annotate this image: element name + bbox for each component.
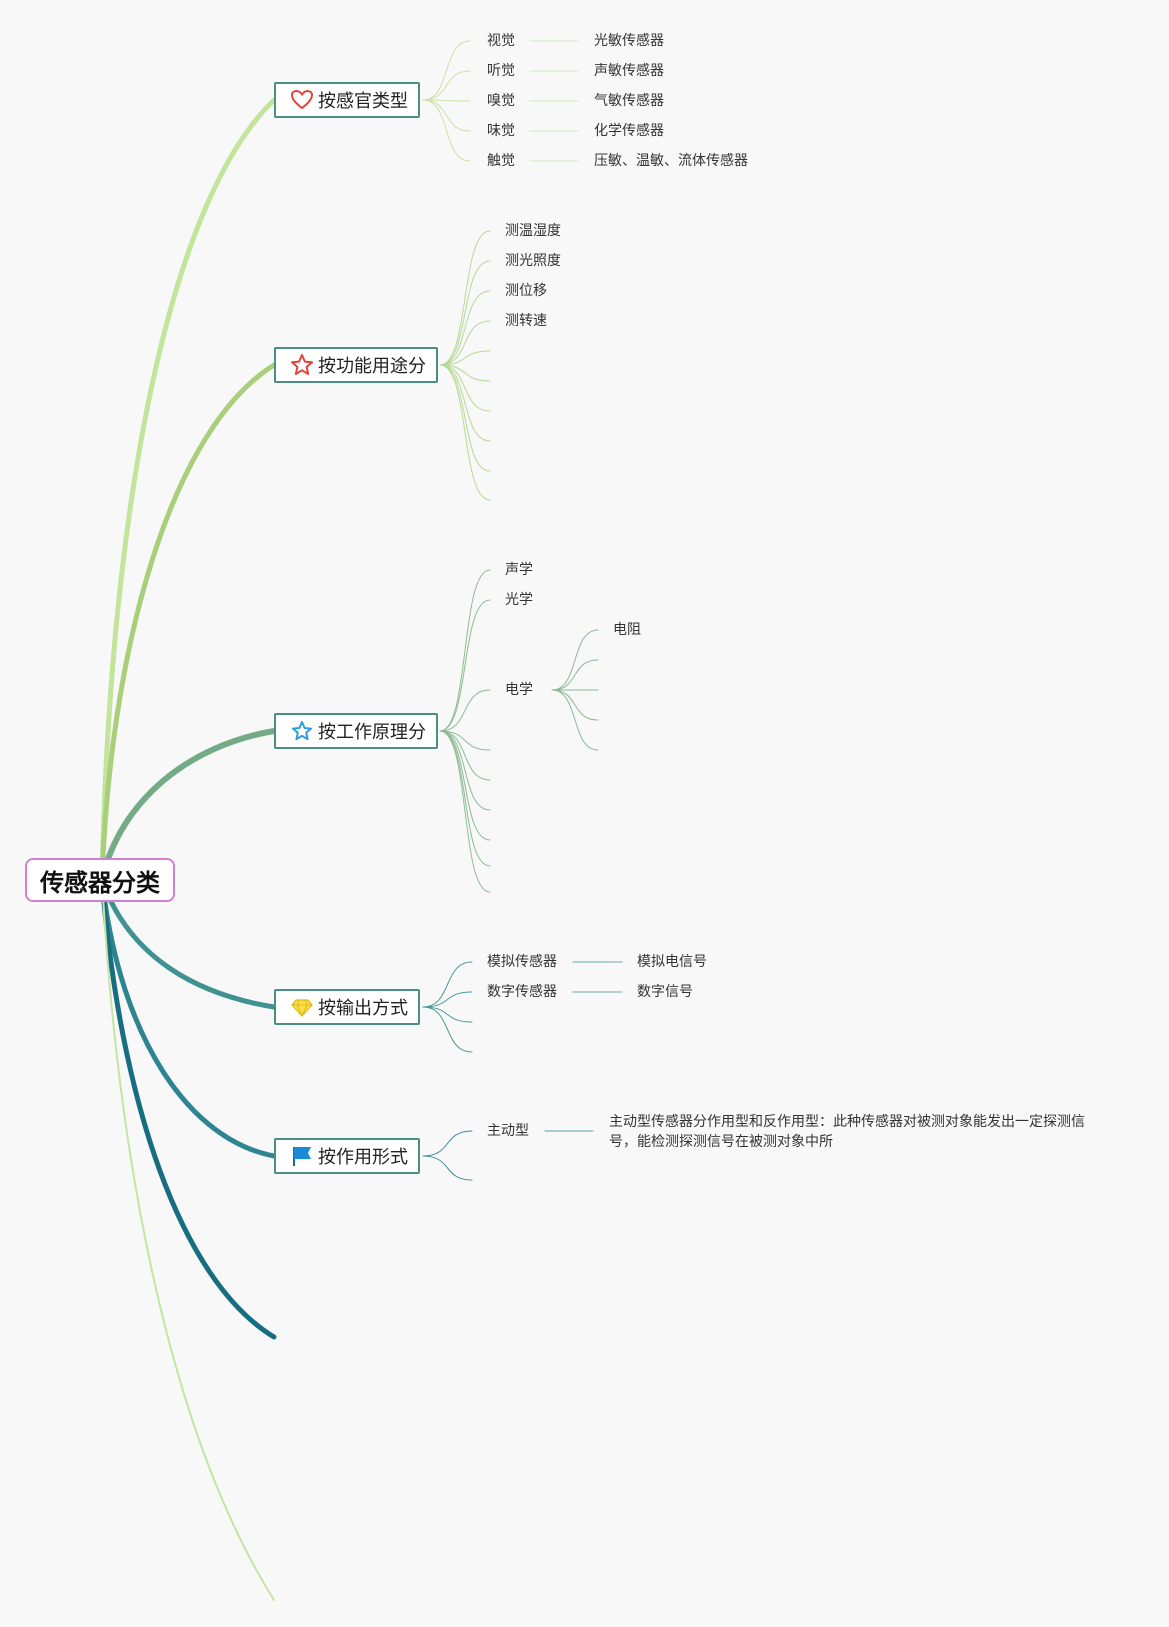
topic-principle[interactable]: 按工作原理分 xyxy=(274,713,438,749)
list-item[interactable]: 光学 xyxy=(505,592,533,608)
list-item[interactable]: 气敏传感器 xyxy=(594,93,664,109)
leaf-connector xyxy=(439,569,491,732)
leaf-connector xyxy=(439,320,491,366)
leaf-connector xyxy=(439,350,491,366)
list-item[interactable]: 味觉 xyxy=(487,123,515,139)
branch-connector xyxy=(99,877,277,1159)
list-item[interactable]: 听觉 xyxy=(487,63,515,79)
topic-output[interactable]: 按输出方式 xyxy=(274,989,420,1025)
leaf-connector xyxy=(439,364,491,442)
list-item[interactable]: 化学传感器 xyxy=(594,123,664,139)
list-item[interactable]: 声敏传感器 xyxy=(594,63,664,79)
list-item[interactable]: 测转速 xyxy=(505,313,547,329)
list-item[interactable]: 数字信号 xyxy=(637,984,693,1000)
star-outline-icon xyxy=(290,719,314,743)
leaf-connector xyxy=(422,961,473,1008)
list-item[interactable]: 触觉 xyxy=(487,153,515,169)
branch-connector xyxy=(99,97,277,883)
list-item[interactable]: 测光照度 xyxy=(505,253,561,269)
leaf-connector xyxy=(439,364,491,501)
leaf-connector xyxy=(422,1006,473,1053)
leaf-connector xyxy=(439,730,491,811)
branch-connector xyxy=(99,877,277,1010)
leaf-connector xyxy=(551,629,599,691)
list-item[interactable]: 主动型传感器分作用型和反作用型：此种传感器对被测对象能发出一定探测信号，能检测探… xyxy=(609,1114,1085,1150)
root-topic[interactable]: 传感器分类 xyxy=(25,858,175,902)
list-item[interactable]: 声学 xyxy=(505,562,533,578)
topic-label: 按工作原理分 xyxy=(318,722,426,743)
leaf-connector xyxy=(422,1130,473,1157)
list-item[interactable]: 光敏传感器 xyxy=(594,33,664,49)
leaf-connector xyxy=(439,364,491,412)
list-item[interactable]: 测位移 xyxy=(505,283,547,299)
topic-sense-type[interactable]: 按感官类型 xyxy=(274,82,420,118)
leaf-connector xyxy=(422,70,471,101)
leaf-connector xyxy=(422,99,471,132)
topic-label: 按输出方式 xyxy=(318,998,408,1019)
branch-connector xyxy=(99,728,277,883)
star-icon xyxy=(290,353,314,377)
diamond-icon xyxy=(290,995,314,1019)
topic-label: 按感官类型 xyxy=(318,91,408,112)
leaf-connector xyxy=(439,730,491,841)
topic-function[interactable]: 按功能用途分 xyxy=(274,347,438,383)
leaf-connector xyxy=(439,290,491,366)
topic-label: 按功能用途分 xyxy=(318,356,426,377)
topic-label: 按作用形式 xyxy=(318,1147,408,1168)
list-item[interactable]: 嗅觉 xyxy=(487,93,515,109)
leaf-connector xyxy=(439,730,491,781)
leaf-connector xyxy=(422,99,471,162)
branch-connector xyxy=(99,877,277,1340)
leaf-connector xyxy=(439,730,491,867)
leaf-connector xyxy=(439,599,491,732)
leaf-connector xyxy=(422,1155,473,1181)
list-item[interactable]: 模拟传感器 xyxy=(487,954,557,970)
list-item[interactable]: 数字传感器 xyxy=(487,984,557,1000)
list-item[interactable]: 电阻 xyxy=(613,622,641,638)
leaf-connector xyxy=(422,1006,473,1023)
list-item[interactable]: 压敏、温敏、流体传感器 xyxy=(594,153,748,169)
leaf-connector xyxy=(439,730,491,893)
flag-icon xyxy=(290,1144,314,1168)
leaf-connector xyxy=(422,40,471,101)
list-item[interactable]: 电学 xyxy=(505,682,533,698)
leaf-connector xyxy=(439,364,491,382)
leaf-connector xyxy=(551,659,599,691)
leaf-connector xyxy=(422,991,473,1008)
list-item[interactable]: 主动型 xyxy=(487,1123,529,1139)
topic-action-form[interactable]: 按作用形式 xyxy=(274,1138,420,1174)
leaf-connector xyxy=(551,689,599,751)
list-item[interactable]: 模拟电信号 xyxy=(637,954,707,970)
leaf-connector xyxy=(439,689,491,732)
list-item[interactable]: 测温湿度 xyxy=(505,223,561,239)
branch-connector xyxy=(101,879,275,1601)
heart-icon xyxy=(290,88,314,112)
leaf-connector xyxy=(422,99,471,102)
leaf-connector xyxy=(439,730,491,751)
leaf-connector xyxy=(439,260,491,366)
branch-connector xyxy=(99,362,277,883)
leaf-connector xyxy=(439,230,491,366)
leaf-connector xyxy=(551,689,599,721)
list-item[interactable]: 视觉 xyxy=(487,33,515,49)
